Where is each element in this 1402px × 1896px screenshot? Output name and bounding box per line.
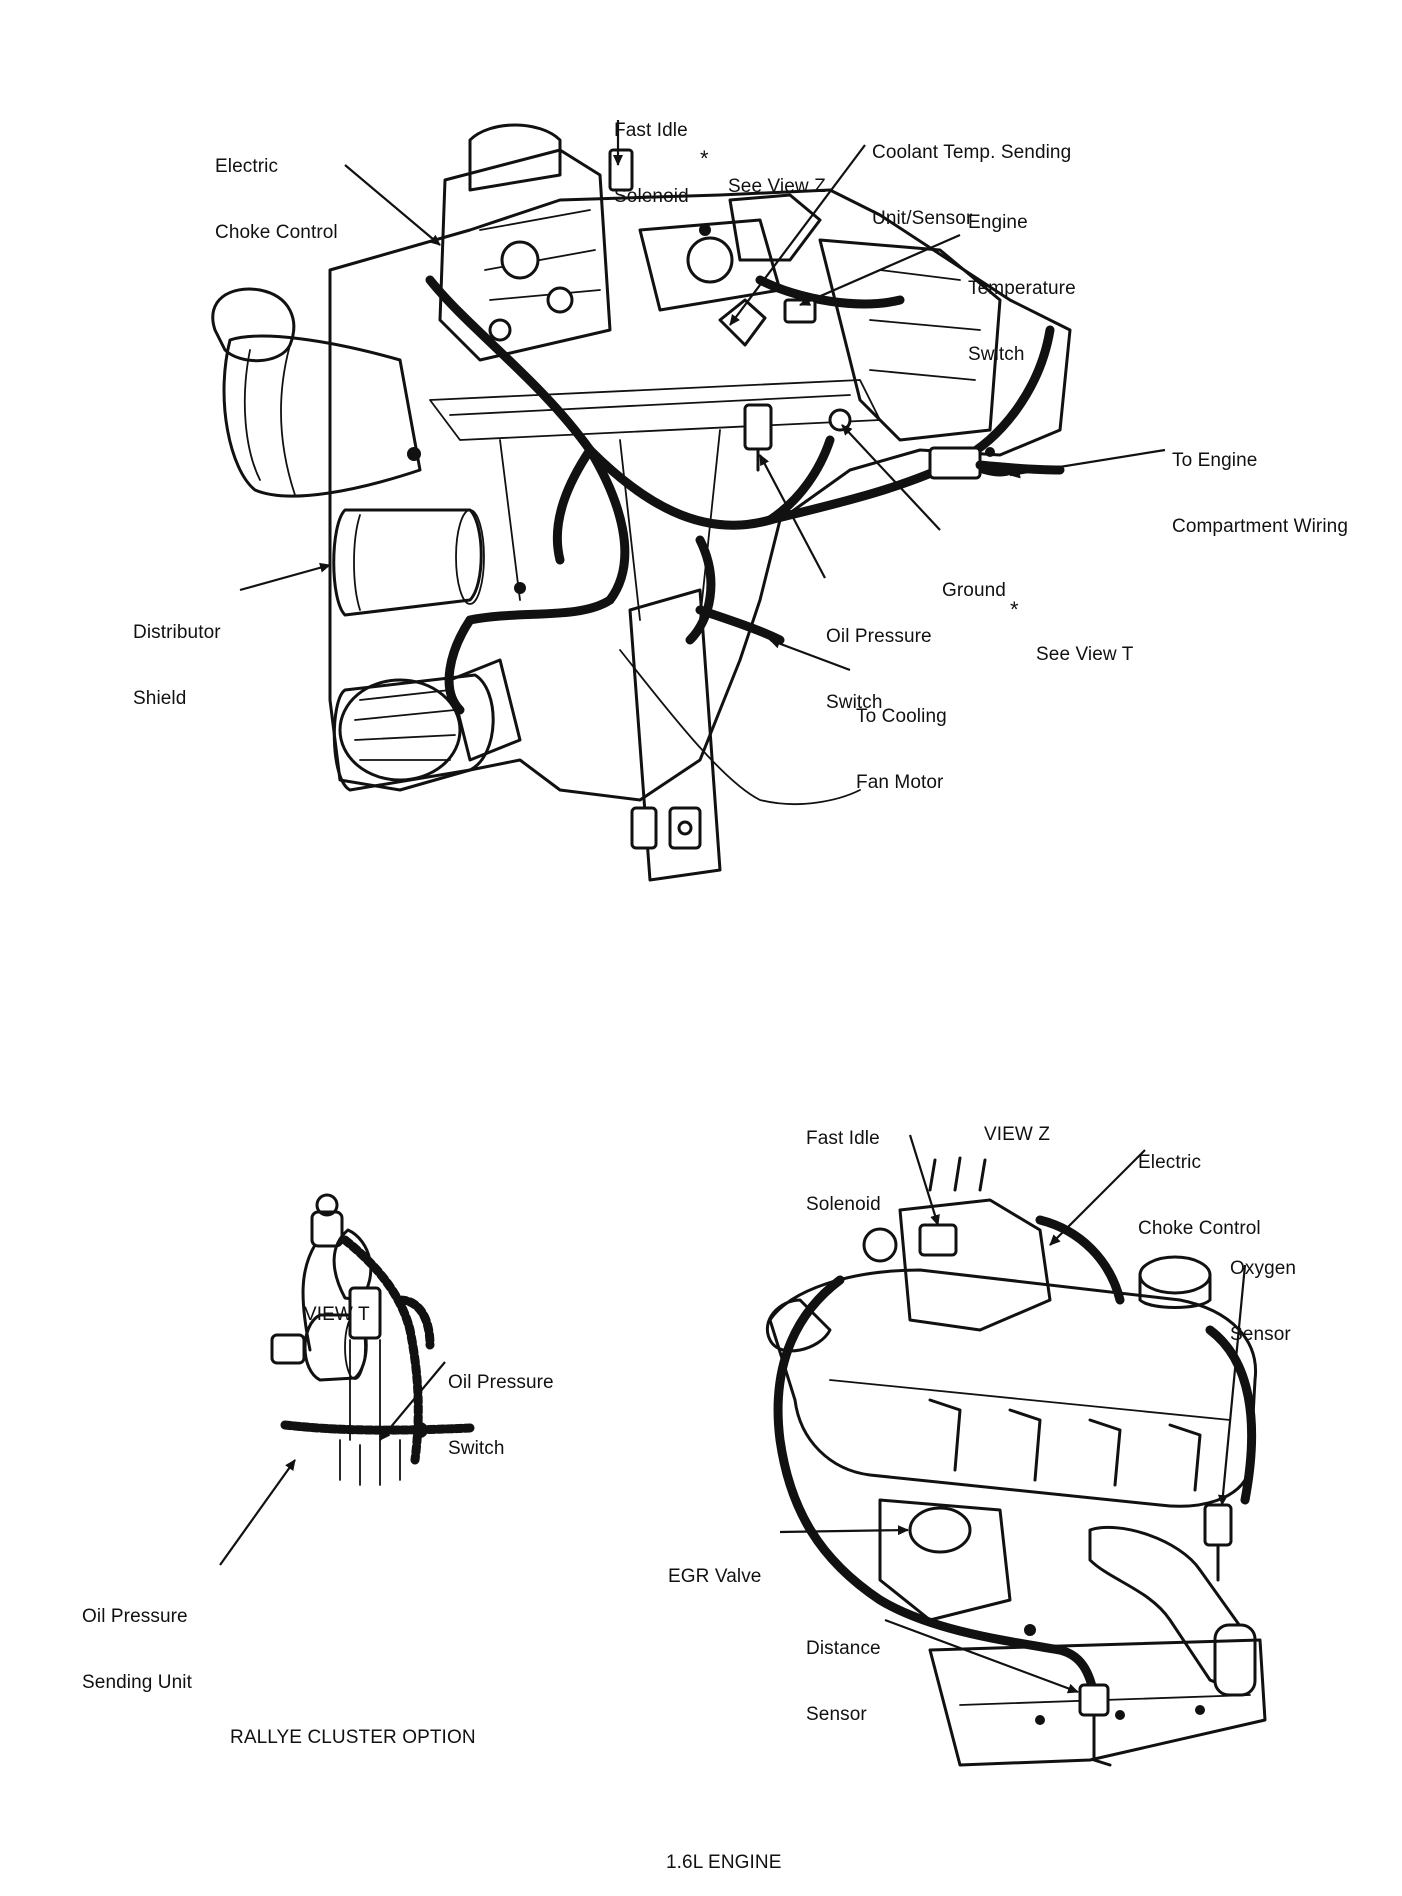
label-line: Choke Control <box>215 222 338 243</box>
label-line: VIEW T <box>304 1304 370 1325</box>
label-line: Ground <box>942 580 1006 601</box>
label-engine-temperature-switch: Engine Temperature Switch <box>968 168 1076 388</box>
label-line: Oxygen <box>1230 1258 1297 1279</box>
label-line: Switch <box>448 1438 505 1459</box>
label-to-engine-compartment-wiring: To Engine Compartment Wiring <box>1172 406 1348 560</box>
label-line: To Engine <box>1172 450 1258 471</box>
view-t-caption: RALLYE CLUSTER OPTION <box>230 1683 476 1771</box>
label-line: Fast Idle <box>806 1128 880 1149</box>
label-line: EGR Valve <box>668 1566 762 1587</box>
label-line: Unit/Sensor <box>872 208 973 229</box>
label-see-view-t: See View T <box>1036 600 1133 688</box>
label-line: 1.6L ENGINE <box>666 1852 782 1873</box>
label-line: Temperature <box>968 278 1076 299</box>
view-z-title: VIEW Z <box>984 1080 1050 1168</box>
label-electric-choke-control-view-z: Electric Choke Control <box>1138 1108 1261 1262</box>
label-line: Shield <box>133 688 187 709</box>
label-line: Distributor <box>133 622 221 643</box>
label-egr-valve: EGR Valve <box>668 1522 761 1610</box>
label-see-view-z: See View Z <box>728 132 826 220</box>
main-view-leader-lines: * * <box>239 120 1166 672</box>
label-line: Electric <box>215 156 279 177</box>
label-coolant-temp-sensor: Coolant Temp. Sending Unit/Sensor <box>872 98 1071 252</box>
view-t-title: VIEW T <box>304 1260 370 1348</box>
label-ground: Ground <box>942 536 1006 624</box>
label-line: Sensor <box>1230 1324 1291 1345</box>
label-line: Engine <box>968 212 1028 233</box>
label-line: Solenoid <box>806 1194 881 1215</box>
view-t-drawing <box>270 1193 475 1486</box>
label-electric-choke-control: Electric Choke Control <box>215 112 338 266</box>
label-line: Oil Pressure <box>826 626 932 647</box>
label-line: Oil Pressure <box>82 1606 188 1627</box>
view-z-drawing <box>765 1156 1267 1767</box>
view-z-leader-lines <box>779 1134 1247 1694</box>
label-line: Switch <box>968 344 1025 365</box>
label-to-cooling-fan-motor: To Cooling Fan Motor <box>856 662 947 816</box>
label-oil-pressure-switch-main: Oil Pressure Switch <box>826 582 932 736</box>
label-oil-pressure-switch-view-t: Oil Pressure Switch <box>448 1328 554 1482</box>
label-distributor-shield: Distributor Shield <box>133 578 221 732</box>
label-line: Fast Idle <box>614 120 688 141</box>
label-distance-sensor: Distance Sensor <box>806 1594 881 1748</box>
label-line: Sending Unit <box>82 1672 192 1693</box>
label-line: Distance <box>806 1638 881 1659</box>
label-line: See View Z <box>728 176 826 197</box>
label-line: Switch <box>826 692 883 713</box>
label-oil-pressure-sending-unit: Oil Pressure Sending Unit <box>82 1562 192 1716</box>
engine-caption: 1.6L ENGINE <box>666 1808 782 1896</box>
svg-text:*: * <box>1010 597 1019 622</box>
label-oxygen-sensor: Oxygen Sensor <box>1230 1214 1296 1368</box>
label-line: Compartment Wiring <box>1172 516 1349 537</box>
label-line: Choke Control <box>1138 1218 1261 1239</box>
label-line: Solenoid <box>614 186 689 207</box>
label-line: VIEW Z <box>984 1124 1051 1145</box>
label-line: See View T <box>1036 644 1134 665</box>
label-line: Oil Pressure <box>448 1372 554 1393</box>
label-line: RALLYE CLUSTER OPTION <box>230 1727 476 1748</box>
label-line: To Cooling <box>856 706 947 727</box>
svg-text:*: * <box>700 146 709 171</box>
view-t-leader-lines <box>219 1361 446 1566</box>
label-fast-idle-solenoid: Fast Idle Solenoid <box>614 76 689 230</box>
main-engine-drawing <box>211 123 1072 882</box>
label-line: Fan Motor <box>856 772 944 793</box>
label-line: Sensor <box>806 1704 867 1725</box>
label-fast-idle-solenoid-view-z: Fast Idle Solenoid <box>806 1084 881 1238</box>
label-line: Electric <box>1138 1152 1202 1173</box>
label-line: Coolant Temp. Sending <box>872 142 1072 163</box>
